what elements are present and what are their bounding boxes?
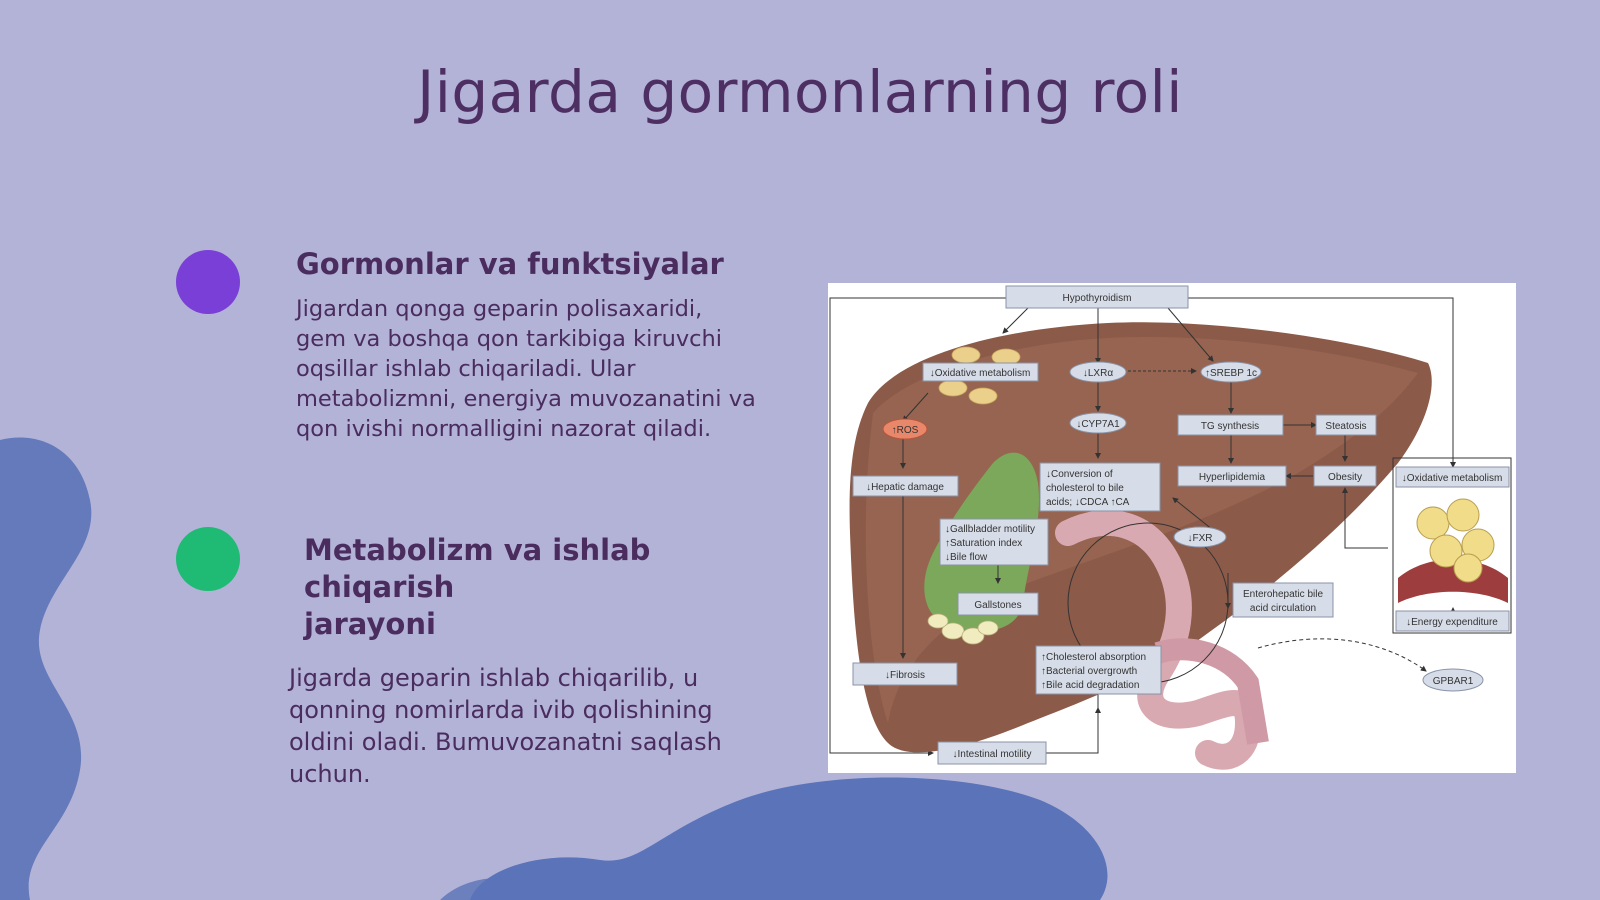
node-srebp: ↑SREBP 1c — [1205, 368, 1257, 379]
text-line: qon ivishi normalligini nazorat qiladi. — [296, 416, 712, 442]
text-line: gem va boshqa qon tarkibiga kiruvchi — [296, 326, 723, 352]
liver-diagram: Hypothyroidism ↓Oxidative metabolism ↓LX… — [828, 283, 1516, 773]
node-gallbladder-line: ↓Gallbladder motility — [945, 524, 1035, 535]
node-fxr: ↓FXR — [1188, 533, 1213, 544]
decorative-blob-bottom — [440, 777, 1108, 900]
section-text-2: Jigarda geparin ishlab chiqarilib, u qon… — [289, 662, 779, 790]
node-cholesterol-line: ↑Bile acid degradation — [1041, 680, 1139, 691]
node-enterohepatic-line: acid circulation — [1250, 603, 1316, 614]
node-gallbladder-line: ↓Bile flow — [945, 552, 988, 563]
node-conversion-line: cholesterol to bile — [1046, 483, 1124, 494]
node-conversion-line: ↓Conversion of — [1046, 469, 1113, 480]
node-ros: ↑ROS — [892, 425, 919, 436]
node-fibrosis: ↓Fibrosis — [885, 670, 925, 681]
node-gallstones: Gallstones — [974, 600, 1021, 611]
node-oxidative-metabolism: ↓Oxidative metabolism — [930, 368, 1031, 379]
node-cholesterol-line: ↑Bacterial overgrowth — [1041, 666, 1137, 677]
node-hepatic-damage: ↓Hepatic damage — [866, 482, 944, 493]
section-heading-1: Gormonlar va funktsiyalar — [296, 247, 724, 281]
node-steatosis: Steatosis — [1325, 421, 1366, 432]
node-cyp7a1: ↓CYP7A1 — [1076, 419, 1120, 430]
node-tg-synthesis: TG synthesis — [1201, 421, 1259, 432]
node-gpbar1: GPBAR1 — [1433, 676, 1474, 687]
section-text-1: Jigardan qonga geparin polisaxaridi, gem… — [296, 294, 786, 444]
node-gallbladder-line: ↑Saturation index — [945, 538, 1022, 549]
bullet-dot-purple — [176, 250, 240, 314]
text-line: Jigardan qonga geparin polisaxaridi, — [296, 296, 703, 322]
node-oxidative-metabolism-2: ↓Oxidative metabolism — [1402, 473, 1503, 484]
node-conversion-line: acids; ↓CDCA ↑CA — [1046, 497, 1130, 508]
slide-title: Jigarda gormonlarning roli — [417, 58, 1183, 126]
node-cholesterol-line: ↑Cholesterol absorption — [1041, 652, 1146, 663]
heading-line: Metabolizm va ishlab chiqarish — [304, 533, 651, 604]
node-energy-expenditure: ↓Energy expenditure — [1406, 617, 1498, 628]
section-heading-2: Metabolizm va ishlab chiqarish jarayoni — [304, 532, 804, 643]
text-line: metabolizmni, energiya muvozanatini va — [296, 386, 756, 412]
node-lxr: ↓LXRα — [1083, 368, 1113, 379]
text-line: uchun. — [289, 760, 371, 788]
node-intestinal-motility: ↓Intestinal motility — [953, 749, 1032, 760]
heading-line: jarayoni — [304, 607, 436, 641]
text-line: Jigarda geparin ishlab chiqarilib, u — [289, 664, 699, 692]
bullet-dot-green — [176, 527, 240, 591]
node-obesity: Obesity — [1328, 472, 1362, 483]
text-line: qonning nomirlarda ivib qolishining — [289, 696, 713, 724]
node-enterohepatic-line: Enterohepatic bile — [1243, 589, 1323, 600]
decorative-blob-left — [0, 437, 92, 900]
text-line: oqsillar ishlab chiqariladi. Ular — [296, 356, 636, 382]
text-line: oldini oladi. Bumuvozanatni saqlash — [289, 728, 722, 756]
node-hyperlipidemia: Hyperlipidemia — [1199, 472, 1266, 483]
node-hypothyroidism: Hypothyroidism — [1063, 293, 1132, 304]
